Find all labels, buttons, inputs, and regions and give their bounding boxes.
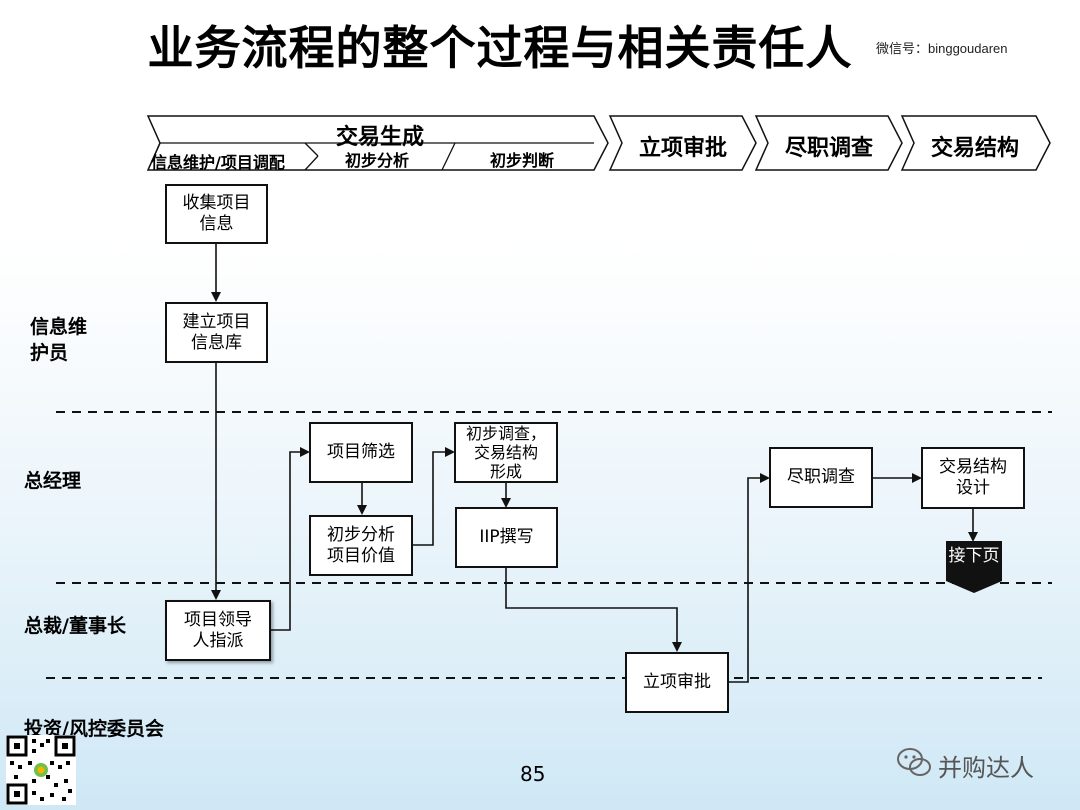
phase-sub-label-judgement: 初步判断 [489,151,554,170]
page-number: 85 [520,762,546,786]
next-page-marker [946,541,1002,593]
box-project-screening: 项目筛选 [309,422,413,483]
phase-structure-label: 交易结构 [930,136,1019,161]
phase-chevron-due-diligence [754,115,903,171]
page-title: 业务流程的整个过程与相关责任人 [147,21,853,75]
box-preliminary-investigation: 初步调查， 交易结构 形成 [454,422,558,483]
box-preliminary-analysis: 初步分析 项目价值 [309,515,413,576]
lane-label-info-maintainer: 信息维 护员 [30,316,88,364]
lane-label-general-manager: 总经理 [24,470,82,492]
lane-label-committee: 投资/风控委员会 [24,718,164,740]
box-build-database: 建立项目 信息库 [165,302,268,363]
wechat-id: 微信号：binggoudaren [876,41,1008,56]
phase-main-label: 交易生成 [335,125,424,150]
box-project-approval: 立项审批 [625,652,729,713]
brand-name: 并购达人 [938,754,1034,782]
phase-chevron-approval [608,115,757,171]
phase-due-diligence-label: 尽职调查 [784,136,873,161]
flow-connectors [211,244,978,683]
next-page-label: 接下页 [948,546,1000,566]
wechat-icon [897,748,931,776]
box-collect-info: 收集项目 信息 [165,184,268,244]
box-iip-writing: IIP撰写 [455,507,558,568]
box-structure-design: 交易结构 设计 [921,447,1025,509]
phase-sub-label-analysis: 初步分析 [344,151,409,170]
phase-sub-dividers [147,142,594,171]
phase-sub-label-info: 信息维护/项目调配 [151,153,285,172]
lane-label-president: 总裁/董事长 [24,615,126,637]
box-due-diligence: 尽职调查 [769,447,873,508]
box-leader-assign: 项目领导 人指派 [165,600,271,661]
qr-code-icon [6,735,76,805]
phase-chevron-structure [900,115,1051,171]
lane-dividers [46,411,1052,679]
phase-approval-label: 立项审批 [638,136,727,161]
